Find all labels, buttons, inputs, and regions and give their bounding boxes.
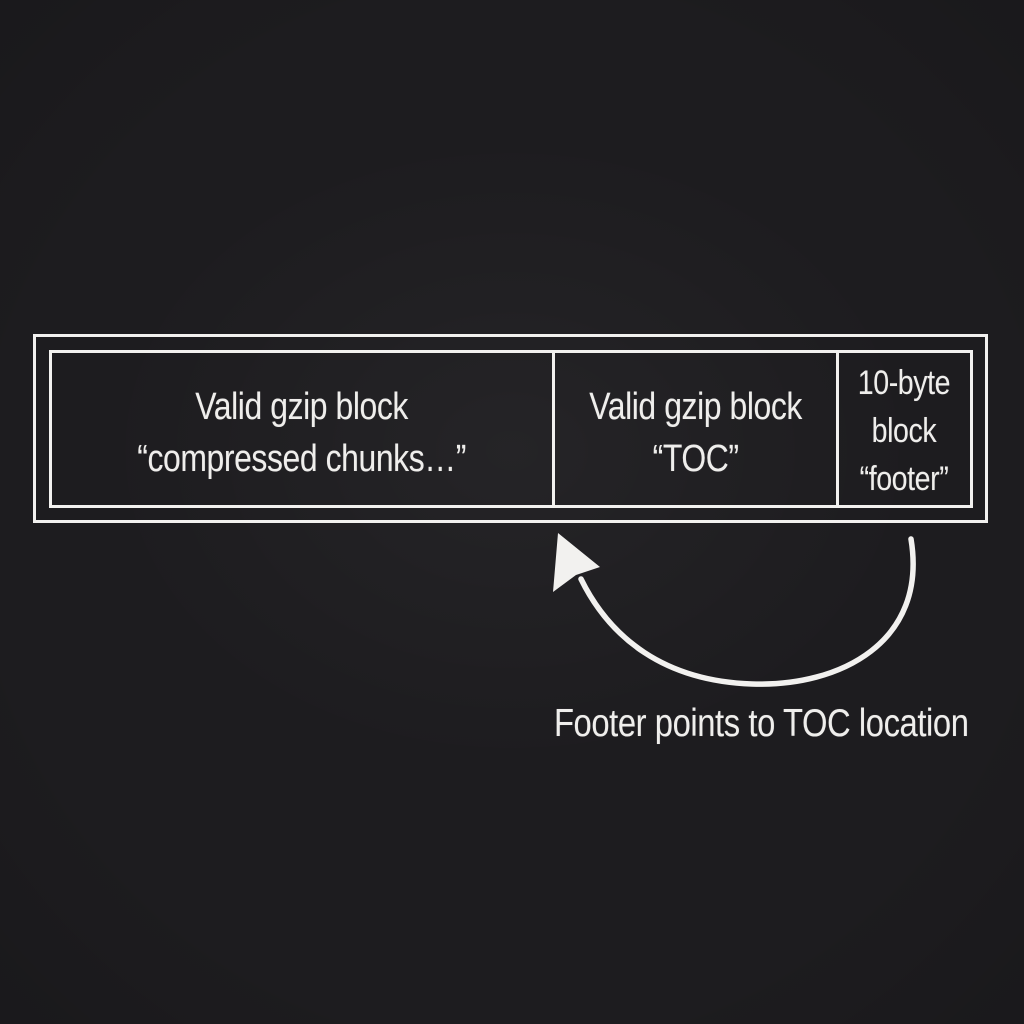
block-label-line: “TOC” bbox=[652, 437, 739, 480]
block-label-line: 10-byte bbox=[858, 364, 951, 402]
block-label-line: Valid gzip block bbox=[195, 385, 409, 428]
block-toc-label: Valid gzip block “TOC” bbox=[589, 381, 802, 485]
block-label-line: “footer” bbox=[859, 460, 949, 498]
block-compressed-chunks-label: Valid gzip block “compressed chunks…” bbox=[138, 381, 467, 485]
cursor-arrowhead-icon bbox=[553, 533, 600, 592]
block-label-line: “compressed chunks…” bbox=[137, 437, 467, 480]
block-toc: Valid gzip block “TOC” bbox=[552, 353, 835, 505]
file-structure-outer-frame: Valid gzip block “compressed chunks…” Va… bbox=[33, 334, 988, 523]
block-footer-label: 10-byte block “footer” bbox=[858, 359, 951, 503]
arrow-curve bbox=[578, 536, 916, 687]
arrow-caption: Footer points to TOC location bbox=[553, 702, 969, 745]
block-compressed-chunks: Valid gzip block “compressed chunks…” bbox=[52, 353, 552, 505]
block-footer: 10-byte block “footer” bbox=[835, 353, 970, 505]
block-label-line: block bbox=[872, 412, 937, 450]
block-label-line: Valid gzip block bbox=[589, 385, 802, 428]
file-structure-inner-frame: Valid gzip block “compressed chunks…” Va… bbox=[49, 350, 973, 508]
